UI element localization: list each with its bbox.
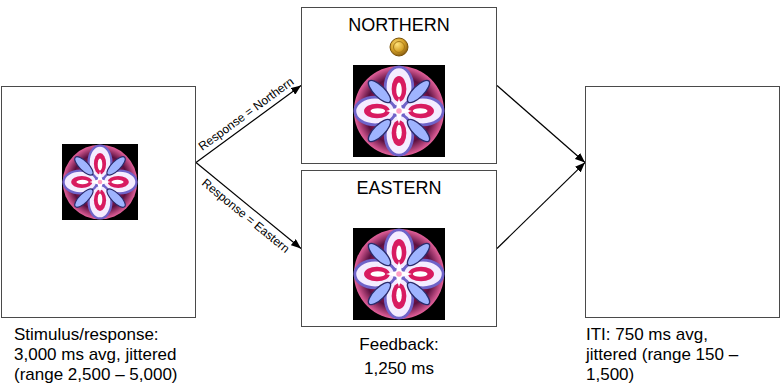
screen-box: Stimulus/response: 3,000 ms avg, jittere… <box>1 86 196 318</box>
flow-arrow <box>497 163 585 249</box>
flow-arrow <box>196 86 301 163</box>
screen-box: ITI: 750 ms avg, jittered (range 150 – 1… <box>585 86 780 318</box>
reward-coin <box>390 38 408 56</box>
response-label: Response = Northern <box>196 74 297 153</box>
feedback-screen: NORTHERN <box>301 7 497 164</box>
timing-caption: ITI: 750 ms avg, jittered (range 150 – 1… <box>586 325 758 385</box>
reward-coin-rim <box>394 42 405 53</box>
stimulus-image <box>353 65 445 157</box>
stimulus-image <box>353 228 445 320</box>
feedback-screen: EASTERN <box>301 170 497 327</box>
stimulus-image <box>62 144 138 220</box>
response-label: Response = Eastern <box>199 176 292 256</box>
flow-arrow <box>497 86 585 163</box>
screen-heading: NORTHERN <box>302 14 496 36</box>
flow-arrow <box>196 163 301 249</box>
timing-label: Feedback: 1,250 ms <box>349 333 449 381</box>
screen-heading: EASTERN <box>302 177 496 199</box>
timing-caption: Stimulus/response: 3,000 ms avg, jittere… <box>14 325 186 385</box>
